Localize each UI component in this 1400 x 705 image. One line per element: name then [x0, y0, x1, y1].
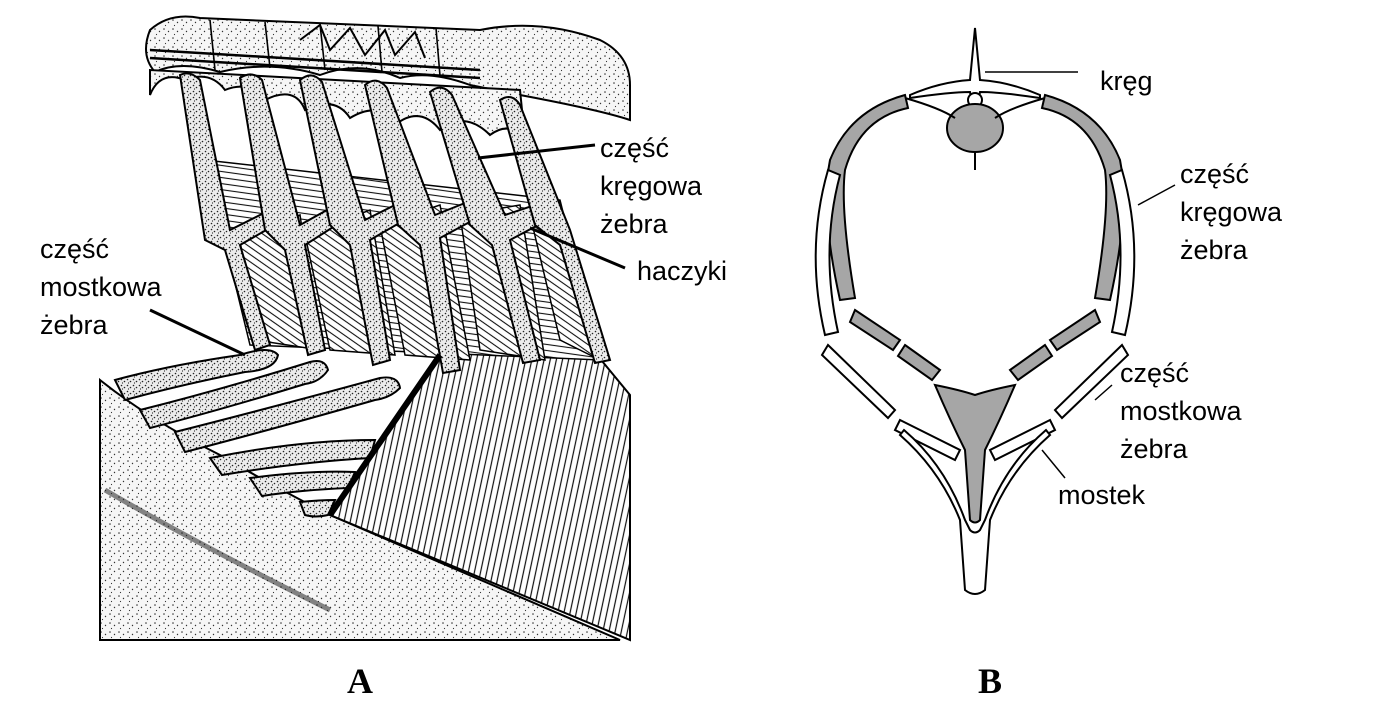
- vertebral-rib-2: [238, 73, 354, 357]
- label-vertebral-rib-b-line1: część: [1180, 159, 1249, 189]
- label-sternal-rib-b-line3: żebra: [1120, 434, 1189, 464]
- label-vertebral-rib-a: część kręgowa żebra: [600, 133, 710, 239]
- label-sternum-b: mostek: [1058, 480, 1146, 510]
- zigzag-processes: [299, 23, 426, 59]
- vertebral-rib-4: [363, 79, 494, 375]
- label-vertebral-rib-a-line1: część: [600, 133, 669, 163]
- sternal-rib-2: [138, 360, 330, 430]
- label-vertebra-b: kręg: [1100, 66, 1153, 96]
- panel-a-leaders: [149, 143, 626, 357]
- leader-sternal-rib-b: [1094, 384, 1113, 401]
- vertebral-rib-1: [178, 72, 277, 352]
- vertebra-lobes: [149, 68, 527, 144]
- inner-rib-b-left-2: [896, 343, 942, 382]
- label-hooks-a: haczyki: [637, 256, 727, 286]
- vertebral-body: [946, 103, 1004, 153]
- leader-vertebral-rib-b: [1137, 184, 1176, 206]
- leader-hooks-a: [529, 226, 626, 270]
- sternal-rib-4: [208, 438, 377, 477]
- panel-b-illustration: [814, 27, 1136, 595]
- outer-ring-right: [1108, 168, 1136, 337]
- panel-letter-b: B: [978, 661, 1002, 701]
- sternal-rib-5: [248, 470, 357, 498]
- label-sternal-rib-b-line2: mostkowa: [1120, 396, 1243, 426]
- sternum-outline: [898, 428, 1052, 595]
- sternal-rib-3: [173, 376, 402, 454]
- vertebral-column-bands: [149, 48, 481, 80]
- inner-rib-b-left-1: [848, 308, 902, 352]
- label-vertebral-rib-b-line2: kręgowa: [1180, 197, 1283, 227]
- panel-letter-a: A: [347, 661, 373, 701]
- panel-a-illustration: [99, 15, 631, 642]
- outer-ring-left: [814, 168, 842, 337]
- label-vertebral-rib-b-line3: żebra: [1180, 235, 1249, 265]
- leader-vertebral-rib-a: [477, 143, 596, 160]
- sternal-rib-b-left-2: [893, 418, 962, 462]
- muscle-edge-line: [327, 353, 443, 517]
- vertebral-rib-6: [498, 95, 612, 365]
- label-vertebral-rib-a-line3: żebra: [600, 209, 669, 239]
- sternal-rib-1: [113, 349, 280, 402]
- label-sternal-rib-b: część mostkowa żebra: [1120, 358, 1249, 464]
- dark-fold: [103, 487, 332, 613]
- transverse-bridge: [904, 97, 1046, 119]
- sternal-rib-b-right-1: [1053, 343, 1130, 420]
- label-sternal-rib-a-line1: część: [40, 234, 109, 264]
- inner-rib-b-right-1: [1048, 308, 1102, 352]
- vertebral-rib-3: [298, 74, 424, 367]
- sternal-rib-b-right-2: [988, 418, 1057, 462]
- inner-rib-b-right-2: [1008, 343, 1054, 382]
- sternal-rib-6: [298, 498, 337, 518]
- vertebral-rib-b-right: [1040, 93, 1125, 302]
- vertebral-column-joints: [209, 19, 441, 77]
- label-sternal-rib-a-line3: żebra: [40, 310, 109, 340]
- label-sternal-rib-b-line1: część: [1120, 358, 1189, 388]
- leader-sternum-b: [1041, 449, 1066, 479]
- vertebral-rib-5: [428, 86, 559, 365]
- leader-sternal-rib-a: [149, 308, 246, 357]
- vertebral-rib-b-left: [825, 93, 910, 302]
- label-vertebral-rib-b: część kręgowa żebra: [1180, 159, 1290, 265]
- sternum-keel: [933, 383, 1017, 524]
- label-sternal-rib-a: część mostkowa żebra: [40, 234, 169, 340]
- panel-b-leaders: [985, 71, 1176, 479]
- sternal-rib-b-left-1: [820, 343, 897, 420]
- label-vertebral-rib-a-line2: kręgowa: [600, 171, 703, 201]
- label-sternal-rib-a-line2: mostkowa: [40, 272, 163, 302]
